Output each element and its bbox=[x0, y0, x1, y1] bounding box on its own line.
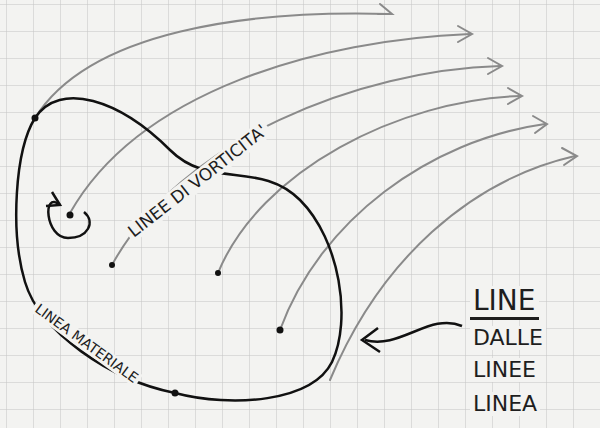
callout-text: LINEA bbox=[470, 392, 540, 416]
callout-text: DALLE bbox=[470, 326, 546, 350]
callout-arrowhead bbox=[362, 328, 380, 352]
callout-title: LINE bbox=[470, 286, 539, 320]
material-line bbox=[16, 98, 341, 400]
rotation-arrow bbox=[48, 202, 89, 238]
points bbox=[32, 115, 284, 397]
rotation-arrowhead bbox=[46, 192, 60, 206]
callout-arrow bbox=[365, 323, 462, 342]
callout-text: LINEE bbox=[470, 358, 539, 382]
vorticity-lines bbox=[35, 4, 577, 380]
